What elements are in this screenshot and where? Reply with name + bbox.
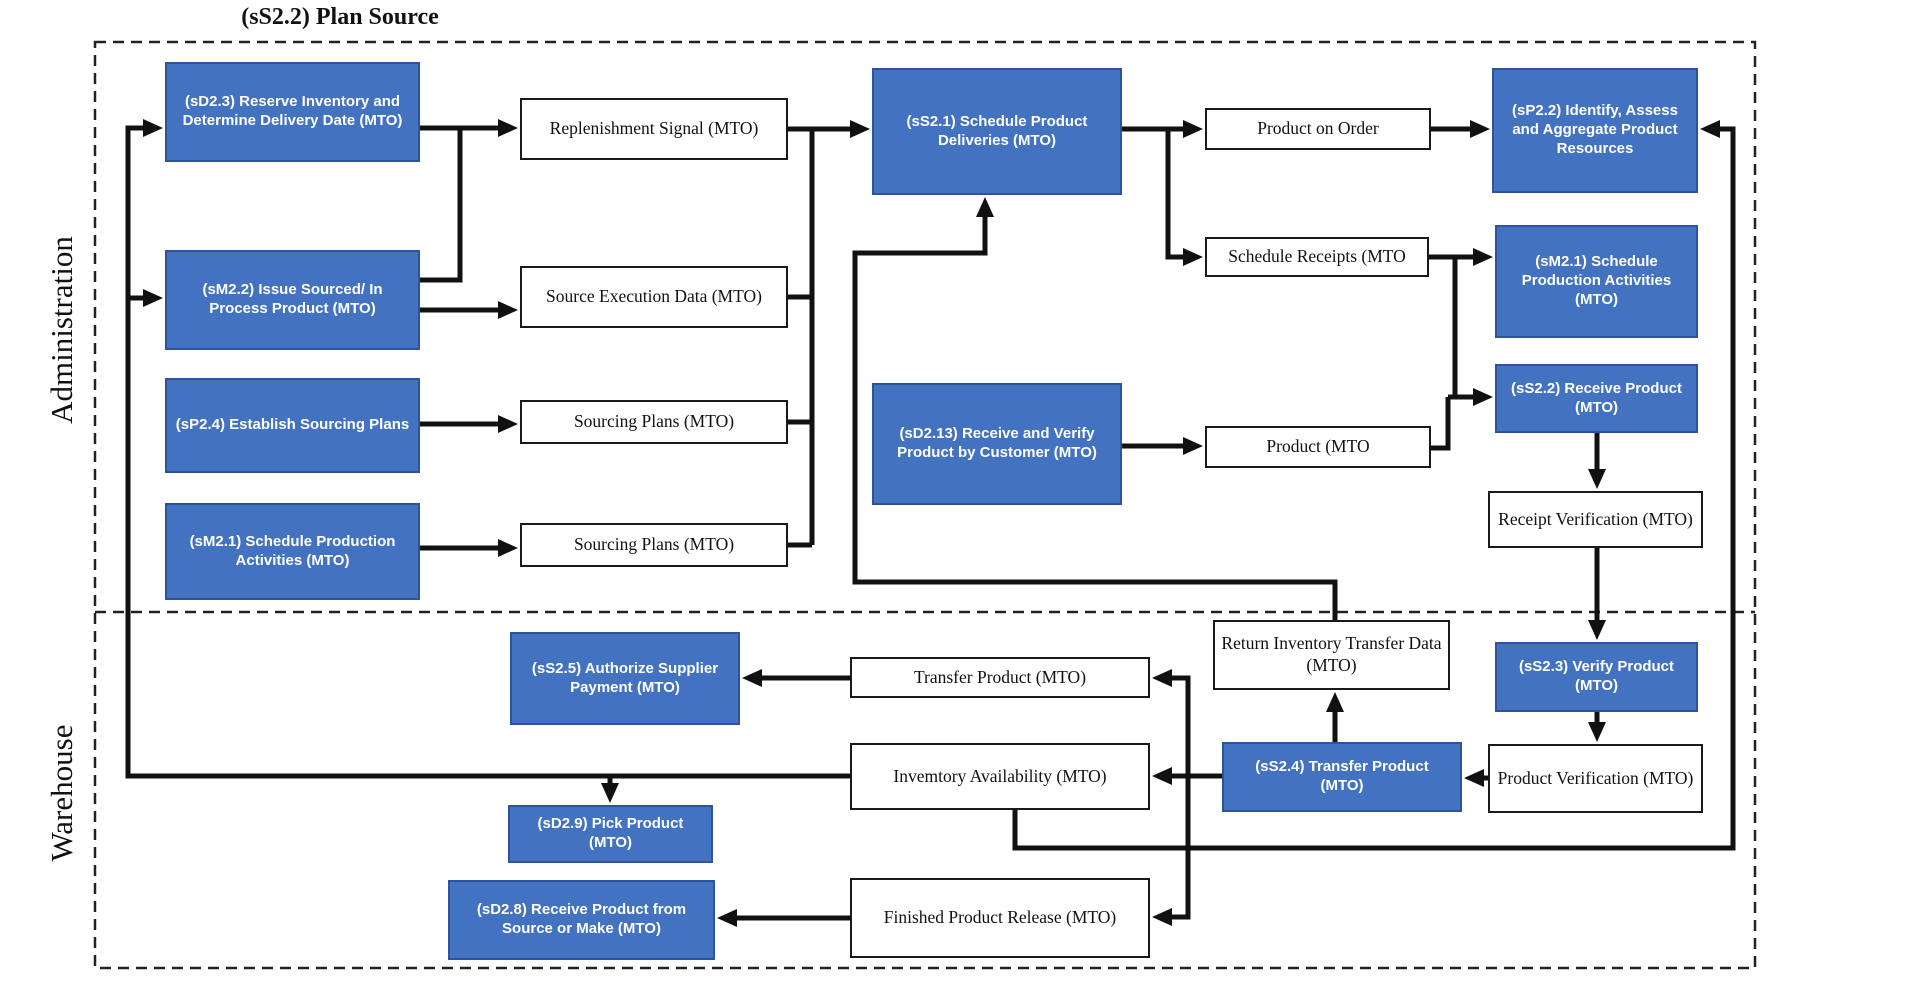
process-box-sm2-1-right: (sM2.1) Schedule Production Activities (… (1495, 225, 1698, 338)
node-label: (sD2.9) Pick Product (MTO) (537, 815, 684, 851)
node-label: Return Inventory Transfer Data (MTO) (1221, 633, 1442, 675)
process-box-sd2-3: (sD2.3) Reserve Inventory and Determine … (165, 62, 420, 162)
flow-arrows (125, 119, 1736, 927)
node-label: Receipt Verification (MTO) (1498, 508, 1693, 529)
process-box-ss2-2-receive: (sS2.2) Receive Product (MTO) (1495, 364, 1698, 433)
node-label: (sS2.1) Schedule Product Deliveries (MTO… (906, 112, 1088, 149)
node-label: (sD2.8) Receive Product from Source or M… (476, 901, 687, 937)
process-box-sd2-13: (sD2.13) Receive and Verify Product by C… (872, 383, 1122, 505)
process-box-sd2-9: (sD2.9) Pick Product (MTO) (508, 805, 713, 863)
node-label: (sS2.4) Transfer Product (MTO) (1255, 758, 1429, 794)
process-box-sp2-4: (sP2.4) Establish Sourcing Plans (165, 378, 420, 473)
node-label: (sD2.3) Reserve Inventory and Determine … (182, 93, 403, 129)
node-label: Transfer Product (MTO) (913, 666, 1087, 687)
data-box-finished-product-release: Finished Product Release (MTO) (850, 878, 1150, 958)
node-label: Replenishment Signal (MTO) (549, 118, 759, 139)
process-box-ss2-3: (sS2.3) Verify Product (MTO) (1495, 642, 1698, 712)
node-label: Product Verification (MTO) (1497, 767, 1694, 788)
node-label: Schedule Receipts (MTO (1228, 246, 1406, 267)
process-box-ss2-1: (sS2.1) Schedule Product Deliveries (MTO… (872, 68, 1122, 195)
data-box-product-mto: Product (MTO (1205, 426, 1431, 468)
node-label: (sS2.2) Receive Product (MTO) (1511, 379, 1682, 416)
data-box-transfer-product: Transfer Product (MTO) (850, 657, 1150, 698)
node-label: (sP2.2) Identify, Assess and Aggregate P… (1512, 102, 1678, 157)
data-box-inventory-availability: Invemtory Availability (MTO) (850, 743, 1150, 810)
node-label: (sP2.4) Establish Sourcing Plans (175, 416, 410, 434)
node-label: (sD2.13) Receive and Verify Product by C… (897, 425, 1097, 461)
data-box-return-inventory-transfer-data: Return Inventory Transfer Data (MTO) (1213, 620, 1450, 690)
node-label: (sM2.2) Issue Sourced/ In Process Produc… (202, 281, 383, 317)
node-label: (sS2.5) Authorize Supplier Payment (MTO) (531, 659, 719, 696)
node-label: (sM2.1) Schedule Production Activities (… (189, 532, 396, 569)
node-label: (sS2.3) Verify Product (MTO) (1518, 658, 1675, 694)
page-title: (sS2.2) Plan Source (241, 4, 439, 30)
process-box-sd2-8: (sD2.8) Receive Product from Source or M… (448, 880, 715, 960)
data-box-sourcing-plans-1: Sourcing Plans (MTO) (520, 400, 788, 444)
process-box-sp2-2: (sP2.2) Identify, Assess and Aggregate P… (1492, 68, 1698, 193)
node-label: Source Execution Data (MTO) (546, 286, 762, 307)
lane-borders (93, 40, 1757, 970)
process-box-ss2-4: (sS2.4) Transfer Product (MTO) (1222, 742, 1462, 812)
data-box-schedule-receipts: Schedule Receipts (MTO (1205, 237, 1429, 277)
node-label: Product on Order (1257, 118, 1379, 139)
data-box-replenishment-signal: Replenishment Signal (MTO) (520, 98, 788, 160)
data-box-sourcing-plans-2: Sourcing Plans (MTO) (520, 523, 788, 567)
node-label: Product (MTO (1266, 436, 1370, 457)
node-label: (sM2.1) Schedule Production Activities (… (1521, 253, 1672, 308)
node-label: Sourcing Plans (MTO) (573, 534, 735, 555)
node-label: Invemtory Availability (MTO) (893, 765, 1107, 786)
process-box-ss2-5: (sS2.5) Authorize Supplier Payment (MTO) (510, 632, 740, 725)
data-box-source-execution-data: Source Execution Data (MTO) (520, 266, 788, 328)
lane-label-administration: Administration (44, 236, 79, 424)
node-label: Sourcing Plans (MTO) (573, 411, 735, 432)
data-box-product-verification: Product Verification (MTO) (1488, 744, 1703, 813)
data-box-receipt-verification: Receipt Verification (MTO) (1488, 491, 1703, 548)
process-box-sm2-1-left: (sM2.1) Schedule Production Activities (… (165, 503, 420, 600)
process-box-sm2-2: (sM2.2) Issue Sourced/ In Process Produc… (165, 250, 420, 350)
node-label: Finished Product Release (MTO) (883, 907, 1117, 928)
lane-label-warehouse: Warehouse (44, 724, 79, 862)
data-box-product-on-order: Product on Order (1205, 108, 1431, 150)
